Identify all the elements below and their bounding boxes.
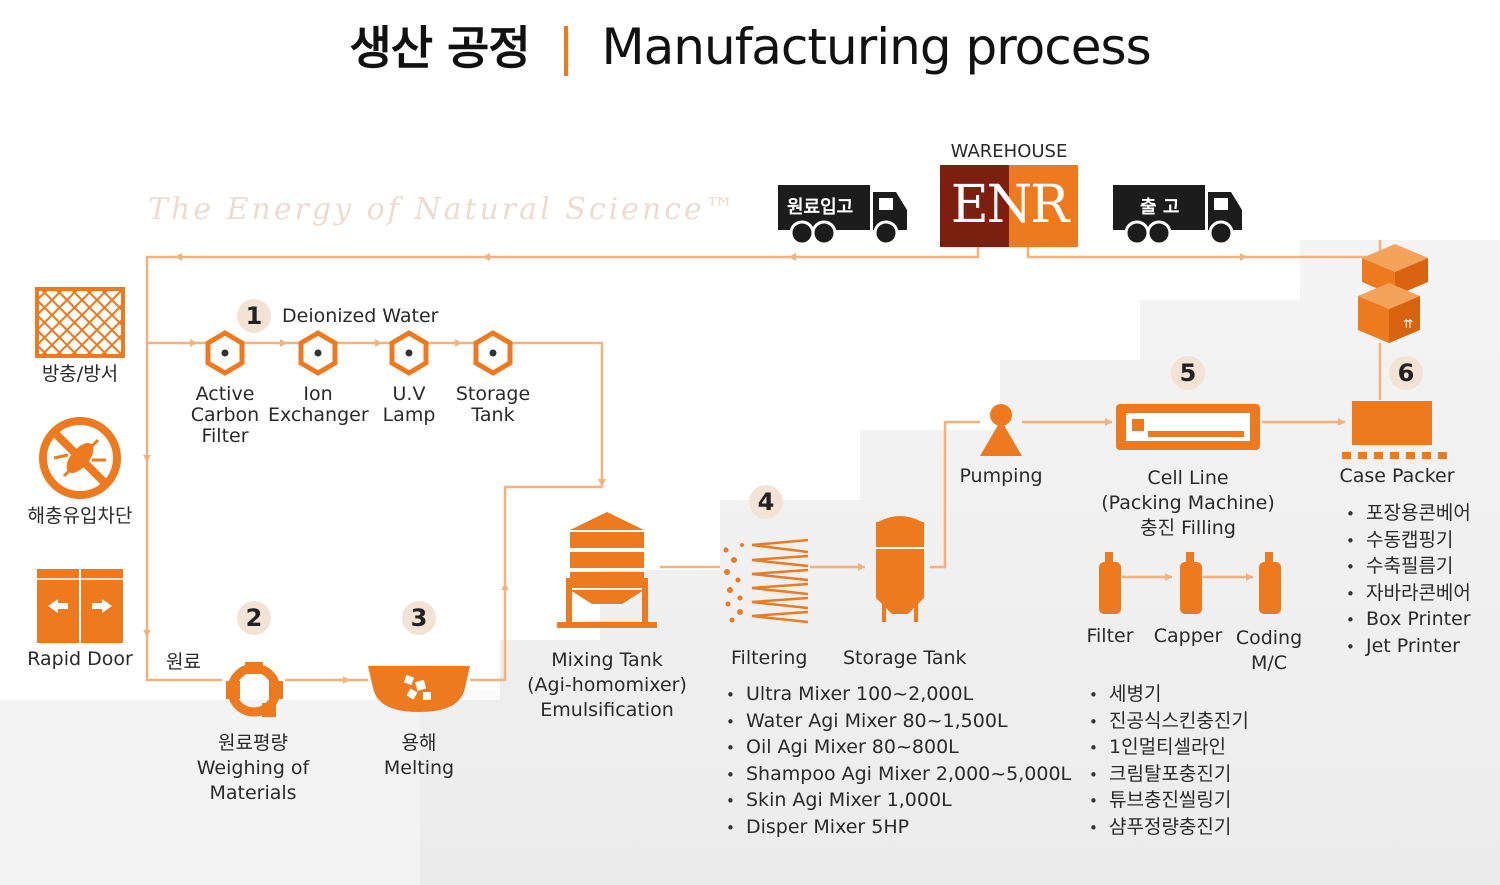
raw-material-label: 원료 xyxy=(166,651,201,673)
rapid-door-icon xyxy=(37,569,123,643)
capper-bottle-icon xyxy=(1180,552,1202,614)
title-english: Manufacturing process xyxy=(601,18,1152,76)
warehouse-label: WAREHOUSE xyxy=(950,141,1068,162)
filter-bottle-icon xyxy=(1099,552,1121,614)
storage-tank-icon xyxy=(473,330,513,376)
list-item: 샴푸정량충진기 xyxy=(1089,814,1249,841)
screen-label: 방충/방서 xyxy=(41,363,119,385)
mixing-tank-icon xyxy=(557,512,657,628)
enr-logo: ENR xyxy=(940,165,1078,247)
mixer-list: Ultra Mixer 100~2,000L Water Agi Mixer 8… xyxy=(726,681,1071,841)
pumping-label: Pumping xyxy=(959,465,1043,487)
list-item: Jet Printer xyxy=(1346,633,1471,660)
list-item: Water Agi Mixer 80~1,500L xyxy=(726,708,1071,735)
rapid-door-label: Rapid Door xyxy=(27,648,133,670)
storage-to-pump-line xyxy=(930,420,980,569)
enr-logo-text: ENR xyxy=(950,175,1070,235)
mixing-tank-label: Mixing Tank(Agi-homomixer)Emulsification xyxy=(527,649,687,721)
step-6-badge: 6 xyxy=(1389,356,1423,390)
list-item: Box Printer xyxy=(1346,606,1471,633)
capper-label: Capper xyxy=(1153,625,1223,647)
filtering-icon xyxy=(723,538,809,624)
list-item: 튜브충진씰링기 xyxy=(1089,787,1249,814)
list-item: 포장용콘베어 xyxy=(1346,500,1471,527)
filling-machine-list: 세병기 진공식스킨충진기 1인멀티셀라인 크림탈포충진기 튜브충진씰링기 샴푸정… xyxy=(1089,681,1249,841)
list-item: 자바라콘베어 xyxy=(1346,580,1471,607)
cell-line-machine-icon xyxy=(1116,404,1260,450)
cell-line-label: Cell Line(Packing Machine)충진 Filling xyxy=(1101,467,1275,539)
inbound-truck-icon xyxy=(778,185,907,246)
slogan-watermark: The Energy of Natural Science™ xyxy=(148,192,738,227)
step-4-badge: 4 xyxy=(749,485,783,519)
deionized-water-label: Deionized Water xyxy=(282,305,439,327)
packing-machine-list: 포장용콘베어 수동캡핑기 수축필름기 자바라콘베어 Box Printer Je… xyxy=(1346,500,1471,660)
list-item: 진공식스킨충진기 xyxy=(1089,708,1249,735)
title-separator: | xyxy=(557,18,575,76)
outbound-truck-icon xyxy=(1113,185,1242,246)
list-item: Oil Agi Mixer 80~800L xyxy=(726,734,1071,761)
stacked-boxes-icon: ⇈ xyxy=(1358,244,1428,343)
pest-block-label: 해충유입차단 xyxy=(27,505,133,527)
case-packer-label: Case Packer xyxy=(1339,465,1455,487)
weighing-scale-icon xyxy=(226,662,283,717)
active-carbon-filter-icon xyxy=(205,330,245,376)
no-insect-icon xyxy=(39,417,121,499)
list-item: 크림탈포충진기 xyxy=(1089,761,1249,788)
filtering-label: Filtering xyxy=(731,647,808,669)
melting-bowl-icon xyxy=(368,666,470,712)
list-item: 수축필름기 xyxy=(1346,553,1471,580)
ion-exchanger-icon xyxy=(298,330,338,376)
filter-label: Filter xyxy=(1086,625,1134,647)
list-item: 세병기 xyxy=(1089,681,1249,708)
page-title: 생산 공정 | Manufacturing process xyxy=(0,12,1500,78)
step-2-badge: 2 xyxy=(237,601,271,635)
inbound-truck-label: 원료입고 xyxy=(787,197,854,218)
list-item: Ultra Mixer 100~2,000L xyxy=(726,681,1071,708)
svg-text:⇈: ⇈ xyxy=(1403,317,1413,331)
case-packer-icon xyxy=(1342,401,1447,459)
storage-tank-silo-icon xyxy=(876,516,924,622)
list-item: Shampoo Agi Mixer 2,000~5,000L xyxy=(726,761,1071,788)
outbound-flow-line xyxy=(1026,232,1382,259)
outbound-truck-label: 출 고 xyxy=(1140,197,1180,218)
step-3-badge: 3 xyxy=(402,601,436,635)
storage-tank-step4-label: Storage Tank xyxy=(843,647,967,669)
title-korean: 생산 공정 xyxy=(349,21,530,75)
pump-icon xyxy=(980,404,1022,456)
mesh-screen-icon xyxy=(35,287,125,358)
inbound-flow-line xyxy=(145,232,980,682)
step-5-badge: 5 xyxy=(1171,356,1205,390)
list-item: Skin Agi Mixer 1,000L xyxy=(726,787,1071,814)
list-item: Disper Mixer 5HP xyxy=(726,814,1071,841)
uv-lamp-icon xyxy=(389,330,429,376)
list-item: 1인멀티셀라인 xyxy=(1089,734,1249,761)
step-1-badge: 1 xyxy=(237,299,271,333)
coding-bottle-icon xyxy=(1259,552,1281,614)
list-item: 수동캡핑기 xyxy=(1346,527,1471,554)
